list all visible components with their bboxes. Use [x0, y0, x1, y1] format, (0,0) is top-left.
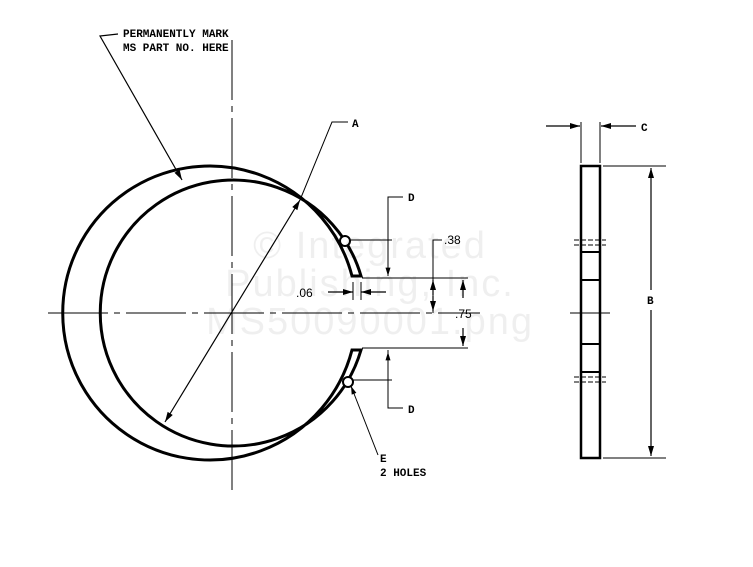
mark-note-line2: MS PART NO. HERE: [123, 43, 229, 55]
mark-note-line1: PERMANENTLY MARK: [123, 29, 229, 41]
dimension-d-bottom-label: D: [408, 405, 415, 417]
watermark-line3: MS50090001.png: [206, 301, 534, 343]
mark-leader: [99, 33, 183, 181]
dimension-d-top-label: D: [408, 193, 415, 205]
dimension-a-label: A: [352, 119, 359, 131]
dimension-c-label: C: [641, 123, 648, 135]
watermark-line1: © Integrated: [253, 225, 487, 267]
watermark: © Integrated Publishing, Inc. MS50090001…: [206, 225, 534, 343]
side-view: [570, 164, 610, 460]
holes-label: E: [380, 454, 387, 466]
dimension-a-leader: [299, 121, 348, 201]
opening-label: .75: [455, 307, 472, 321]
gap-width-label: .06: [296, 286, 313, 300]
d-top-dimension: [387, 196, 403, 276]
hole-top: [339, 235, 351, 247]
offset-label: .38: [444, 233, 461, 247]
dimension-b-label: B: [647, 296, 654, 308]
ring-body: [61, 164, 364, 462]
hole-bottom: [342, 376, 354, 388]
holes-leader: [350, 385, 379, 456]
d-bottom-dimension: [387, 350, 403, 409]
dimension-a-line: [164, 199, 301, 423]
holes-count: 2 HOLES: [380, 468, 427, 480]
watermark-line2: Publishing, Inc.: [225, 263, 515, 305]
